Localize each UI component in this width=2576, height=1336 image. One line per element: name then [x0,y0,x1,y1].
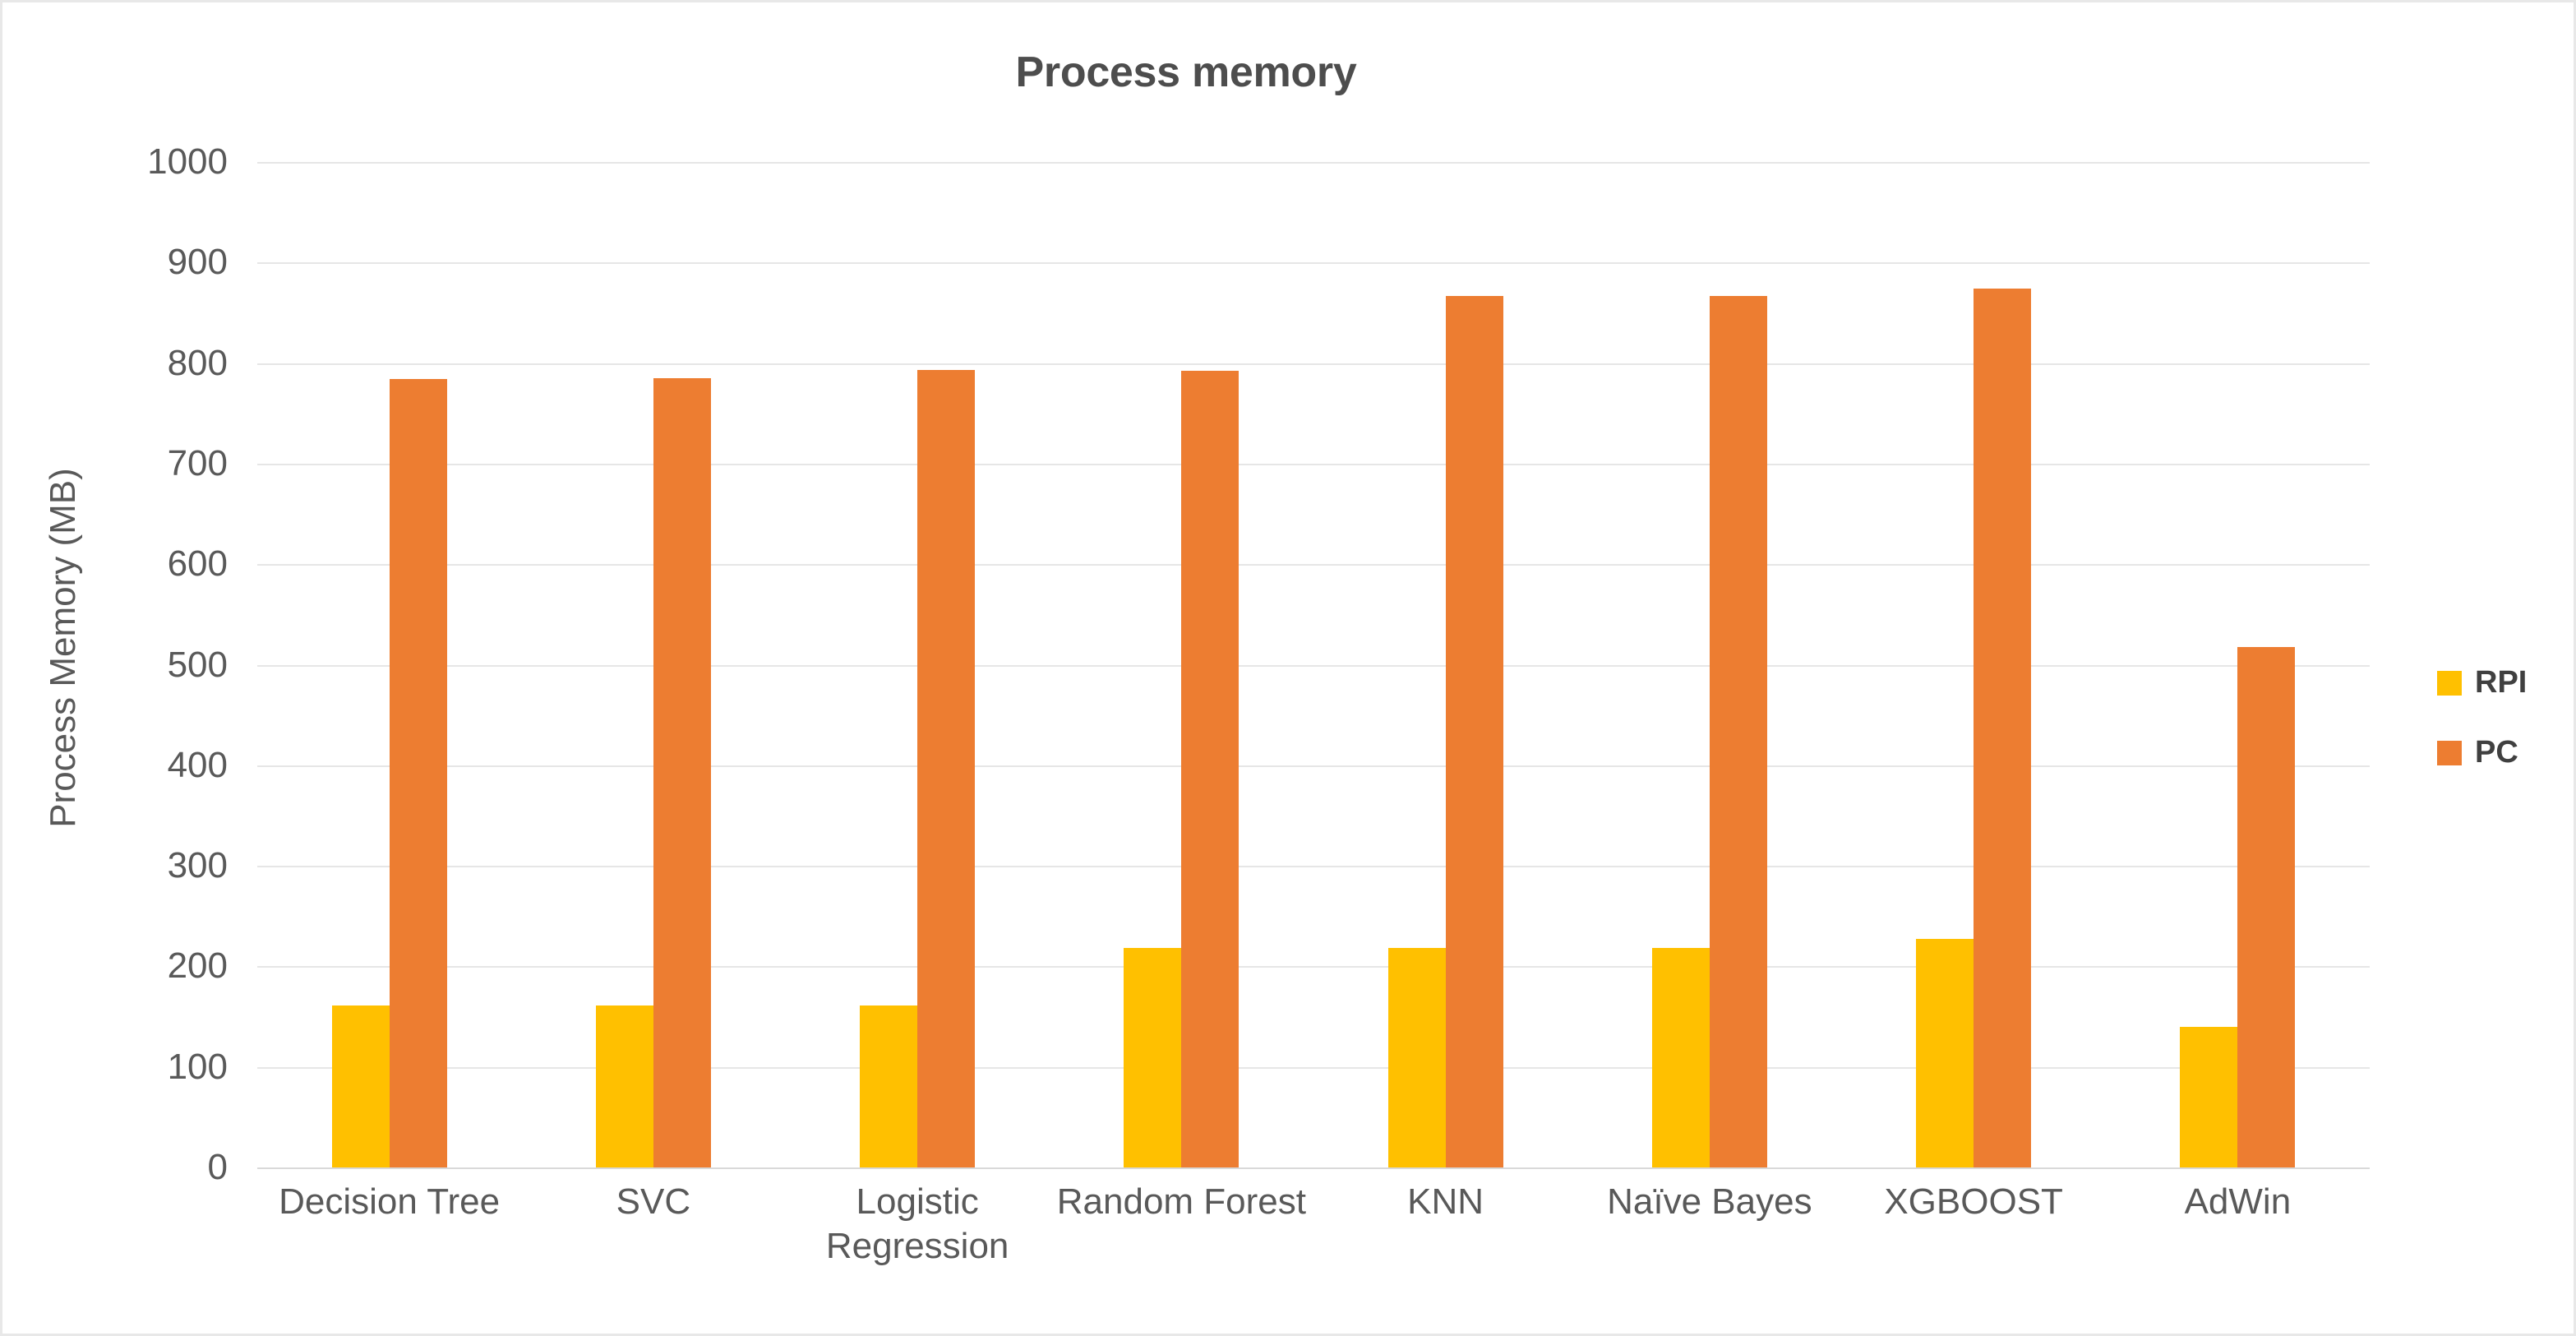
bar-group [1050,162,1313,1167]
gridline-200 [257,966,2370,968]
bar-rpi-na-ve-bayes[interactable] [1651,948,1710,1167]
x-tick-label-na-ve-bayes: Naïve Bayes [1607,1181,1812,1222]
gridline-700 [257,463,2370,465]
legend-label: PC [2475,735,2518,770]
bar-pair [2106,162,2370,1167]
bar-pc-svc[interactable] [653,377,711,1167]
bar-rpi-random-forest[interactable] [1124,948,1182,1167]
y-tick-label-400: 400 [167,744,228,785]
legend-item-pc[interactable]: PC [2437,735,2527,770]
y-tick-label-500: 500 [167,644,228,685]
bar-pair [1313,162,1577,1167]
bar-pc-knn[interactable] [1445,295,1503,1167]
x-tick-label-random-forest: Random Forest [1056,1181,1306,1222]
x-tick-label-decision-tree: Decision Tree [279,1181,501,1222]
bar-group [1577,162,1841,1167]
y-tick-label-700: 700 [167,442,228,483]
gridline-1000 [257,162,2370,164]
y-tick-label-800: 800 [167,342,228,383]
bar-rpi-svc[interactable] [595,1005,653,1167]
gridline-800 [257,363,2370,365]
bar-pc-na-ve-bayes[interactable] [1709,295,1767,1167]
gridline-600 [257,564,2370,566]
bar-group [257,162,521,1167]
gridline-100 [257,1066,2370,1069]
bar-pair [521,162,785,1167]
y-tick-label-200: 200 [167,945,228,987]
y-tick-label-0: 0 [207,1147,228,1187]
legend-item-rpi[interactable]: RPI [2437,665,2527,700]
bar-pc-random-forest[interactable] [1181,371,1240,1167]
x-tick-label-adwin: AdWin [2184,1181,2292,1222]
y-tick-label-100: 100 [167,1046,228,1087]
chart-title: Process memory [1015,49,1357,96]
gridline-400 [257,765,2370,767]
gridline-900 [257,262,2370,265]
bar-pair [1577,162,1841,1167]
bar-group [521,162,785,1167]
bar-group [1842,162,2106,1167]
gridline-0 [257,1167,2370,1169]
legend-label: RPI [2475,665,2528,700]
gridline-500 [257,664,2370,667]
bars-layer [257,162,2370,1167]
bar-group [786,162,1050,1167]
bar-pair [1842,162,2106,1167]
bar-group [2106,162,2370,1167]
x-tick-label-xgboost: XGBOOST [1884,1181,2063,1222]
bar-group [1313,162,1577,1167]
y-tick-label-300: 300 [167,845,228,886]
bar-pc-decision-tree[interactable] [389,379,447,1167]
chart-legend: RPI PC [2437,665,2527,770]
bar-pc-adwin[interactable] [2237,646,2296,1167]
bar-rpi-xgboost[interactable] [1916,939,1974,1167]
bar-rpi-knn[interactable] [1387,948,1446,1167]
legend-swatch-icon [2437,670,2462,696]
y-tick-label-900: 900 [167,242,228,283]
bar-pair [786,162,1050,1167]
x-tick-label-svc: SVC [616,1181,691,1222]
y-tick-label-1000: 1000 [147,141,228,182]
bar-rpi-logistic-regression[interactable] [860,1005,918,1167]
bar-pc-xgboost[interactable] [1974,289,2032,1167]
legend-swatch-icon [2437,740,2462,765]
bar-pair [1050,162,1313,1167]
bar-rpi-adwin[interactable] [2180,1026,2238,1167]
bar-rpi-decision-tree[interactable] [331,1005,390,1167]
gridline-300 [257,866,2370,868]
y-tick-label-600: 600 [167,543,228,585]
plot-area [257,162,2370,1169]
x-tick-label-knn: KNN [1407,1181,1484,1222]
bar-pair [257,162,521,1167]
bar-pc-logistic-regression[interactable] [917,370,976,1167]
